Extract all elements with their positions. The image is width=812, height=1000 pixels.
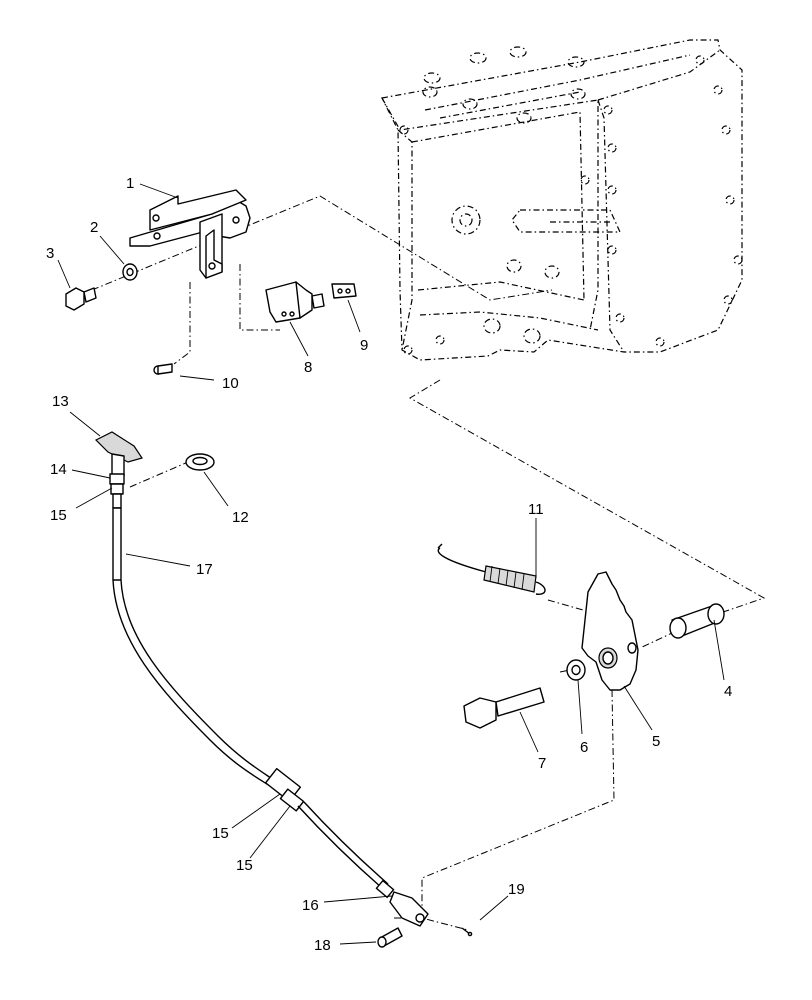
callout-2: 2	[90, 219, 98, 236]
bracket-part-1	[129, 189, 251, 279]
callout-15-top: 15	[50, 507, 67, 524]
callout-13: 13	[52, 393, 69, 410]
callout-12: 12	[232, 509, 249, 526]
callout-4: 4	[724, 683, 732, 700]
callouts: 1 2 3 4 5 6 7 8 9 10 11 12 13 14 15 17 1…	[46, 175, 732, 954]
callout-7: 7	[538, 755, 546, 772]
washer-part-6	[566, 659, 586, 681]
callout-9: 9	[360, 337, 368, 354]
callout-3: 3	[46, 245, 54, 262]
callout-5: 5	[652, 733, 660, 750]
transmission-housing-phantom	[381, 39, 743, 361]
callout-18: 18	[314, 937, 331, 954]
washer-part-12	[185, 453, 215, 471]
callout-19: 19	[508, 881, 525, 898]
clip-part-19	[461, 927, 473, 937]
bolt-part-7	[463, 687, 545, 729]
callout-15-mid: 15	[212, 825, 229, 842]
callout-10: 10	[222, 375, 239, 392]
callout-8: 8	[304, 359, 312, 376]
bolt-part-3	[65, 287, 97, 311]
callout-11: 11	[528, 501, 544, 518]
pin-part-18	[377, 927, 403, 948]
pin-part-10	[153, 363, 173, 375]
spring-part-11	[437, 543, 546, 595]
callout-6: 6	[580, 739, 588, 756]
clevis-part-16	[389, 891, 429, 927]
t-handle-part-13	[94, 431, 143, 509]
washer-part-2	[122, 263, 138, 281]
nut-plate-part-9	[331, 283, 357, 299]
callout-17: 17	[196, 561, 213, 578]
leader-lines	[57, 183, 725, 945]
callout-15-low: 15	[236, 857, 253, 874]
callout-14: 14	[50, 461, 67, 478]
switch-part-8	[265, 281, 325, 323]
callout-16: 16	[302, 897, 319, 914]
cable-part-17	[112, 507, 395, 899]
quadrant-part-5	[581, 571, 639, 691]
callout-1: 1	[126, 175, 134, 192]
bushing-part-4	[669, 603, 725, 639]
